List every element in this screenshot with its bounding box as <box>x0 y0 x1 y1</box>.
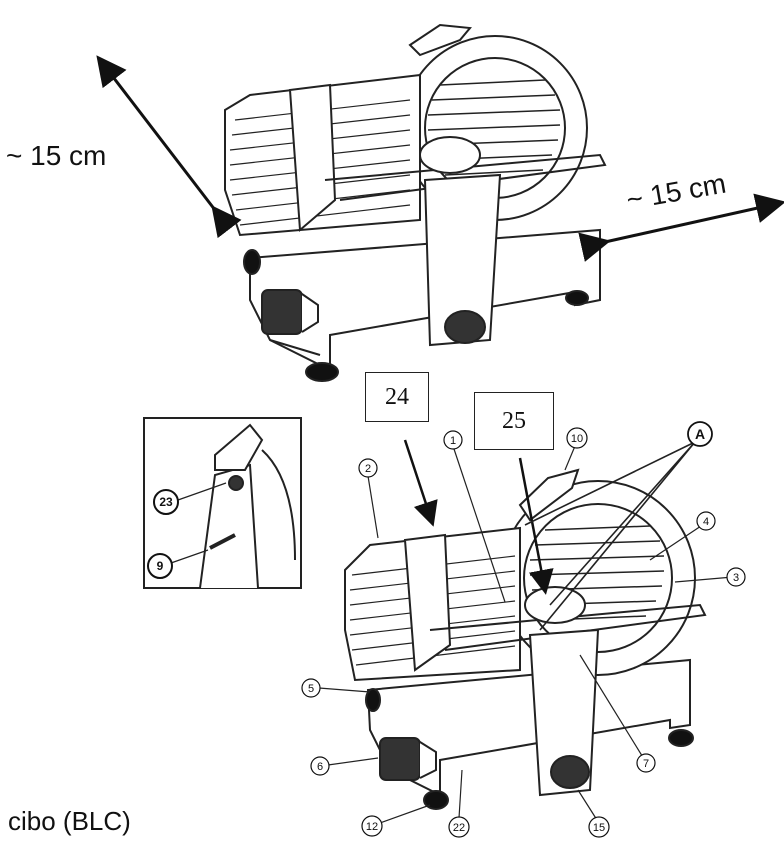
arrow-25 <box>518 457 554 595</box>
callout-15-label: 15 <box>593 822 605 834</box>
dimension-arrow-right <box>578 193 784 262</box>
callout-A: A <box>687 421 713 447</box>
callout-5: 5 <box>301 678 321 698</box>
callout-A-label: A <box>695 426 705 442</box>
callout-10: 10 <box>566 427 588 449</box>
callout-22-label: 22 <box>453 822 465 834</box>
callout-9: 9 <box>147 553 173 579</box>
callout-7-label: 7 <box>643 758 649 770</box>
callout-3: 3 <box>726 567 746 587</box>
top-slicer <box>224 23 607 382</box>
callout-4: 4 <box>696 511 716 531</box>
callout-23-label: 23 <box>159 495 173 509</box>
arrow-24 <box>403 439 438 527</box>
dimension-arrow-left <box>96 55 242 239</box>
callout-15: 15 <box>588 816 610 838</box>
box-25: 25 <box>474 392 554 450</box>
callout-6: 6 <box>310 756 330 776</box>
callout-9-label: 9 <box>157 559 164 573</box>
callout-2-label: 2 <box>365 463 371 475</box>
callout-1-label: 1 <box>450 435 456 447</box>
caption: cibo (BLC) <box>8 806 131 836</box>
callout-22: 22 <box>448 816 470 838</box>
callout-5-label: 5 <box>308 683 314 695</box>
dimension-left-label: ~ 15 cm <box>6 140 107 171</box>
callout-23: 23 <box>153 489 179 515</box>
callout-3-label: 3 <box>733 572 739 584</box>
callout-7: 7 <box>636 753 656 773</box>
bottom-slicer <box>344 468 707 810</box>
callout-1: 1 <box>443 430 463 450</box>
callout-12-label: 12 <box>366 821 378 833</box>
box-24: 24 <box>365 372 429 422</box>
callout-10-label: 10 <box>571 433 583 445</box>
callout-6-label: 6 <box>317 761 323 773</box>
callout-4-label: 4 <box>703 516 709 528</box>
callout-12: 12 <box>361 815 383 837</box>
callout-2: 2 <box>358 458 378 478</box>
